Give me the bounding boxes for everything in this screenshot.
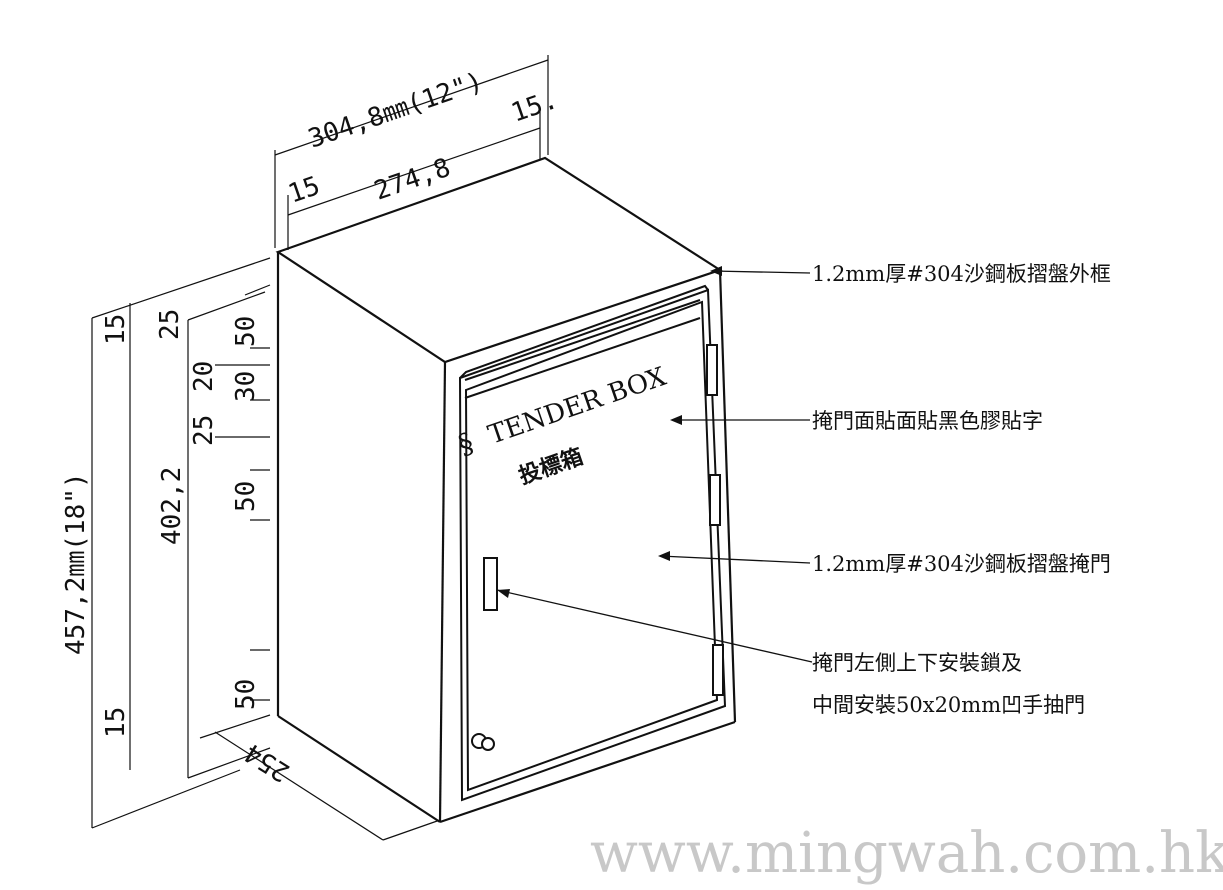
lock-icon — [471, 733, 495, 751]
annotation-lettering: 掩門面貼面貼黑色膠貼字 — [812, 409, 1043, 433]
slot-top-label: 50 — [231, 316, 261, 347]
bottom-margin-label: 15 — [101, 707, 131, 738]
svg-text:§: § — [454, 426, 478, 462]
left-dimension-lines — [91, 257, 271, 829]
box-outline — [275, 156, 737, 824]
watermark: www.mingwah.com.hk — [590, 821, 1223, 886]
annotation-frame: 1.2mm厚#304沙鋼板摺盤外框 — [812, 262, 1111, 286]
top-dimension-lines — [274, 55, 549, 250]
annotation-leaders — [496, 270, 813, 663]
hinge-bottom-label: 50 — [231, 679, 261, 710]
hinge-top-icon — [706, 344, 718, 396]
right-margin-label: 15. — [508, 85, 562, 129]
annotation-lock-line2: 中間安裝50x20mm凹手抽門 — [812, 693, 1085, 717]
slot-lower-label: 25 — [189, 415, 219, 446]
slot-gap-label: 20 — [189, 361, 219, 392]
overall-height-label: 457,2㎜(18") — [61, 472, 91, 655]
hinge-mid-label: 50 — [231, 481, 261, 512]
logo-icon: § — [454, 426, 478, 462]
top-margin-label: 15 — [101, 314, 131, 345]
inner-width-label: 274,8 — [371, 153, 455, 207]
overall-width-label: 304,8㎜(12") — [305, 67, 487, 155]
annotation-lock-line1: 掩門左側上下安裝鎖及 — [812, 651, 1022, 675]
pull-handle-slot — [483, 557, 498, 611]
annotation-door: 1.2mm厚#304沙鋼板摺盤掩門 — [812, 552, 1111, 576]
depth-dimension-lines — [199, 714, 441, 841]
hinge-icons — [706, 344, 724, 696]
inner-height-label: 402,2 — [157, 467, 187, 545]
left-margin-label: 15 — [285, 171, 324, 210]
top-gap-label: 25 — [155, 309, 185, 340]
hinge-bottom-icon — [712, 644, 724, 696]
door-label-chinese: 投標箱 — [515, 444, 586, 490]
door — [458, 284, 727, 802]
arrowheads — [497, 266, 722, 598]
depth-label: 254 — [240, 737, 296, 787]
door-label-english: TENDER BOX — [485, 362, 671, 451]
hinge-middle-icon — [709, 474, 721, 526]
slot-height-label: 30 — [231, 371, 261, 402]
